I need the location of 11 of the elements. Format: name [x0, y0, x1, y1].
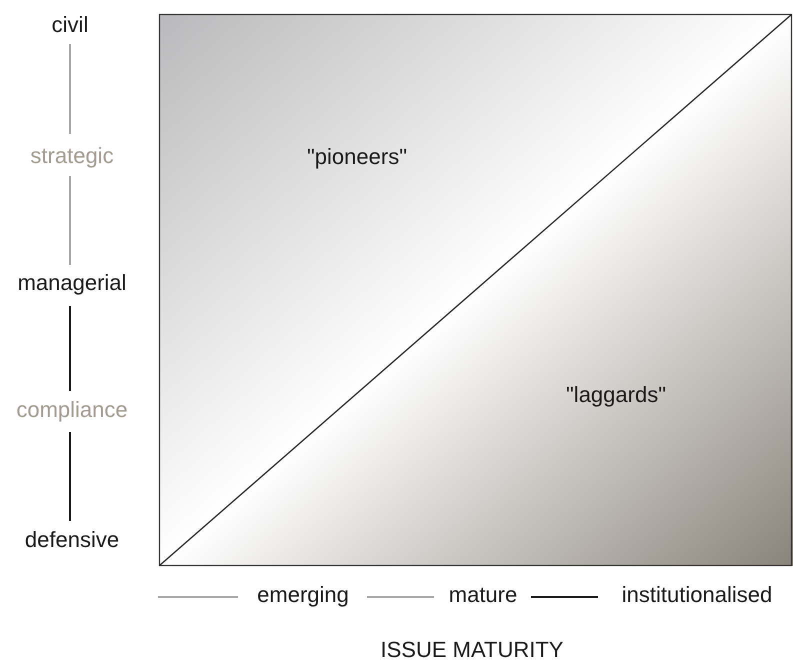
axis-label: civil	[52, 12, 88, 38]
axis-label: defensive	[24, 528, 120, 552]
axis-label: mature	[448, 582, 518, 608]
axis-label: emerging	[257, 582, 349, 608]
axis-title: ISSUE MATURITY	[380, 638, 564, 662]
region-label: "laggards"	[566, 382, 666, 408]
axis-label: institutionalised	[622, 582, 772, 608]
axis-label: managerial	[18, 270, 126, 296]
axis-label: strategic	[30, 144, 114, 168]
axis-label: compliance	[16, 398, 128, 422]
region-label: "pioneers"	[307, 144, 407, 170]
